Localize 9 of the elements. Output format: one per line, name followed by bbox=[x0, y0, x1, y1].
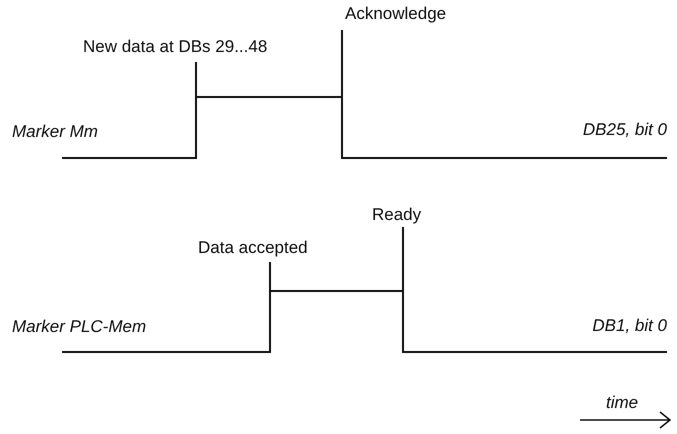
signal-address: DB1, bit 0 bbox=[592, 315, 667, 337]
signal-name: Marker PLC-Mem bbox=[12, 316, 146, 338]
axis-label: time bbox=[606, 392, 638, 414]
signal-event-label: Data accepted bbox=[198, 237, 308, 259]
signal-event-label: Acknowledge bbox=[345, 3, 446, 25]
signal-event-label: New data at DBs 29...48 bbox=[83, 36, 268, 58]
signal-event-label: Ready bbox=[372, 204, 422, 226]
signal-address: DB25, bit 0 bbox=[582, 119, 667, 141]
signal-name: Marker Mm bbox=[12, 121, 98, 143]
